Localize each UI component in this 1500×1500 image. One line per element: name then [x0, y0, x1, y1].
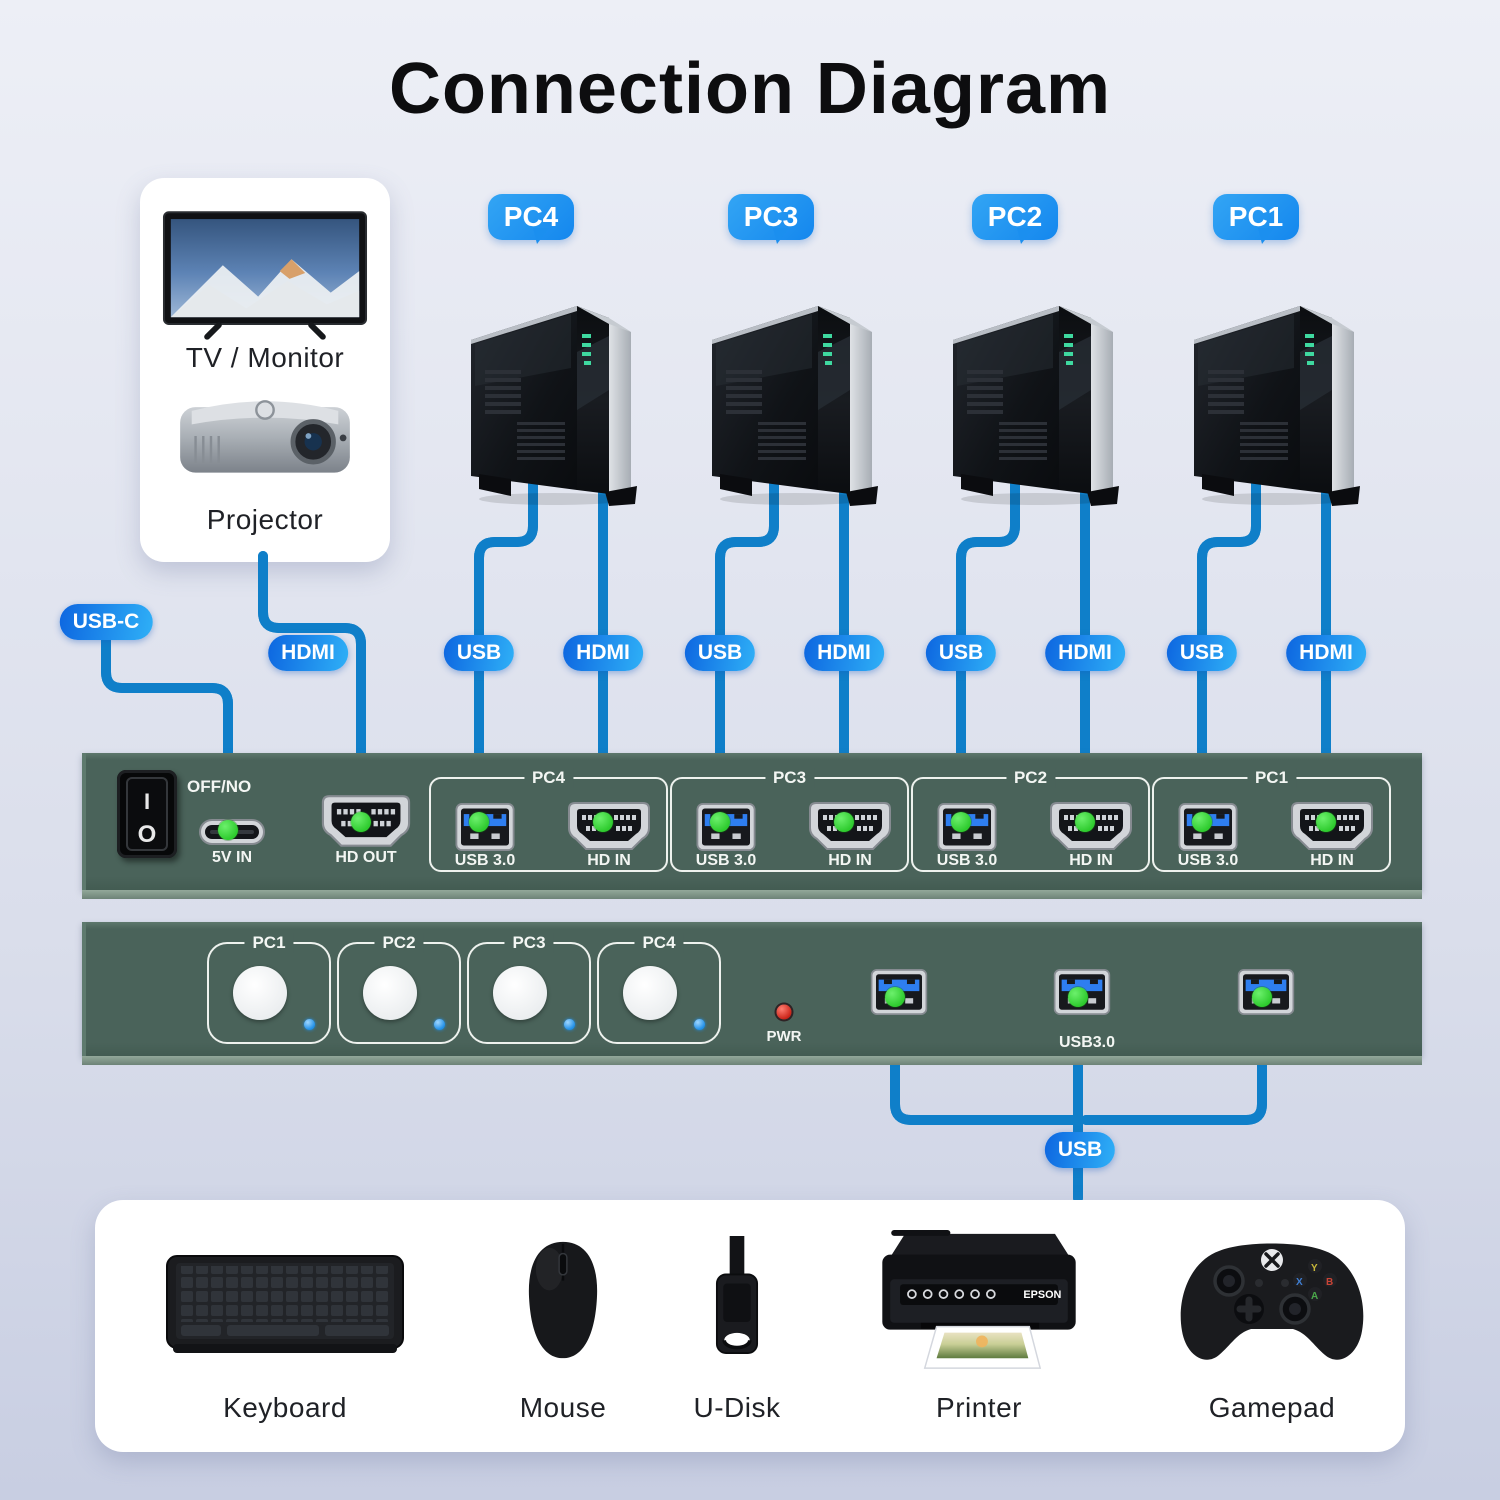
connector-dot-hub-2: [1068, 987, 1088, 1007]
pc1-hdmi-label: HD IN: [1310, 852, 1354, 869]
mouse-label: Mouse: [519, 1392, 607, 1423]
connector-dot-pc3-usb: [710, 812, 730, 832]
video-out-label: HD OUT: [335, 849, 397, 866]
pc4-usb-cable-pill: USB: [443, 635, 515, 671]
select-button-pc3: PC3: [467, 933, 591, 1044]
tv-monitor-label: TV / Monitor: [185, 342, 345, 373]
power-led-label: PWR: [766, 1028, 802, 1045]
page-title: Connection Diagram: [388, 49, 1112, 129]
pc4-usb-label: USB 3.0: [454, 852, 516, 869]
pc3-push-button: [493, 966, 547, 1020]
select-button-pc1: PC1: [207, 933, 331, 1044]
pc3-bubble: PC3: [728, 194, 814, 244]
pc1-tower-icon: [1182, 298, 1382, 508]
panel-bevel: [82, 1056, 1422, 1065]
select-button-pc3-label: PC3: [504, 933, 554, 953]
pc3-hdmi-label: HD IN: [828, 852, 872, 869]
rear-group-pc4-label: PC4: [523, 768, 574, 788]
rear-group-pc2: PC2 USB 3.0 HD IN: [911, 768, 1150, 872]
pc4-push-button: [623, 966, 677, 1020]
gamepad-icon: [1167, 1235, 1377, 1375]
hub-usb-cable-pill: USB: [1044, 1132, 1116, 1168]
display-devices-card: TV / Monitor Projector: [140, 178, 390, 562]
select-button-pc2: PC2: [337, 933, 461, 1044]
peripherals-card: Keyboard Mouse U-Disk Printer Gamepad: [95, 1200, 1405, 1452]
keyboard-icon: [165, 1248, 405, 1358]
pc3-usb-cable-pill: USB: [684, 635, 756, 671]
pc3-hdmi-cable-pill: HDMI: [804, 635, 884, 671]
select-button-pc4-label: PC4: [634, 933, 684, 953]
select-button-pc1-label: PC1: [244, 933, 294, 953]
power-led: [776, 1004, 792, 1020]
pc3-usb-label: USB 3.0: [695, 852, 757, 869]
connector-dot-5vin: [218, 820, 238, 840]
connector-dot-pc1-hdmi: [1316, 812, 1336, 832]
rear-group-pc1: PC1 USB 3.0 HD IN: [1152, 768, 1391, 872]
connector-dot-pc2-hdmi: [1075, 812, 1095, 832]
rocker-off-symbol: O: [137, 821, 157, 848]
rear-group-pc2-label: PC2: [1005, 768, 1056, 788]
connector-dot-pc3-hdmi: [834, 812, 854, 832]
connector-dot-pc1-usb: [1192, 812, 1212, 832]
rear-group-pc3: PC3 USB 3.0 HD IN: [670, 768, 909, 872]
kvm-front-panel: PC1 PC2 PC3 PC4 PWR USB3.0: [82, 922, 1422, 1065]
rear-group-pc1-label: PC1: [1246, 768, 1297, 788]
pc4-hdmi-cable-pill: HDMI: [563, 635, 643, 671]
pc3-tower-icon: [700, 298, 900, 508]
usb-hub-label: USB3.0: [1058, 1034, 1116, 1051]
pc2-push-button: [363, 966, 417, 1020]
pc1-push-button: [233, 966, 287, 1020]
printer-label: Printer: [936, 1392, 1022, 1423]
rear-group-pc3-label: PC3: [764, 768, 815, 788]
panel-bevel: [82, 890, 1422, 899]
kvm-rear-panel: I O OFF/NO 5V IN HD OUT PC4 USB 3.0 HD I…: [82, 753, 1422, 899]
gamepad-label: Gamepad: [1208, 1392, 1336, 1423]
mouse-icon: [519, 1238, 607, 1364]
pc4-hdmi-label: HD IN: [587, 852, 631, 869]
pc2-usb-cable-pill: USB: [925, 635, 997, 671]
pc1-usb-cable-pill: USB: [1166, 635, 1238, 671]
connector-dot-pc4-usb: [469, 812, 489, 832]
power-in-label: 5V IN: [211, 849, 253, 866]
rocker-on-symbol: I: [143, 789, 151, 814]
connector-dot-hdout: [351, 812, 371, 832]
keyboard-label: Keyboard: [223, 1392, 347, 1423]
udisk-icon: [705, 1235, 769, 1365]
connector-dot-pc2-usb: [951, 812, 971, 832]
printer-icon: [864, 1228, 1094, 1376]
pc2-led: [434, 1019, 445, 1030]
pc2-tower-icon: [941, 298, 1141, 508]
power-switch-label: OFF/NO: [187, 777, 252, 796]
udisk-label: U-Disk: [693, 1392, 781, 1423]
pc2-hdmi-cable-pill: HDMI: [1045, 635, 1125, 671]
connector-dot-hub-3: [1252, 987, 1272, 1007]
pc4-led: [694, 1019, 705, 1030]
connector-dot-hub-1: [885, 987, 905, 1007]
pc1-bubble: PC1: [1213, 194, 1299, 244]
select-button-pc4: PC4: [597, 933, 721, 1044]
pc4-bubble: PC4: [488, 194, 574, 244]
pc1-led: [304, 1019, 315, 1030]
pc1-hdmi-cable-pill: HDMI: [1286, 635, 1366, 671]
pc1-usb-label: USB 3.0: [1177, 852, 1239, 869]
pc2-usb-label: USB 3.0: [936, 852, 998, 869]
connector-dot-pc4-hdmi: [593, 812, 613, 832]
hdmi-out-cable-pill: HDMI: [268, 635, 348, 671]
pc2-hdmi-label: HD IN: [1069, 852, 1113, 869]
usb-c-cable-pill: USB-C: [59, 604, 153, 640]
power-rocker-switch: I O: [117, 770, 177, 858]
select-button-pc2-label: PC2: [374, 933, 424, 953]
pc3-led: [564, 1019, 575, 1030]
rear-group-pc4: PC4 USB 3.0 HD IN: [429, 768, 668, 872]
rocker-face: I O: [126, 777, 168, 851]
pc4-tower-icon: [459, 298, 659, 508]
projector-label: Projector: [206, 504, 324, 535]
pc2-bubble: PC2: [972, 194, 1058, 244]
